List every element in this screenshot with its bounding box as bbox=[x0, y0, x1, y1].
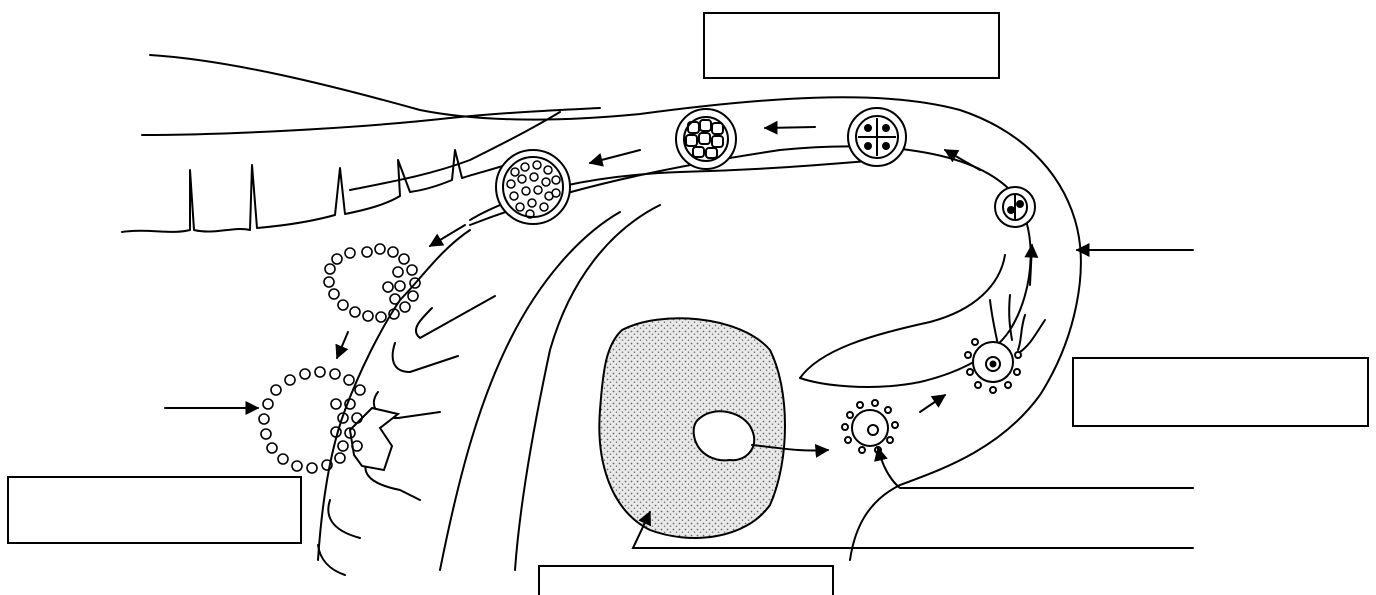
uterine-wall-line-2 bbox=[142, 108, 600, 135]
label-box-bottom[interactable] bbox=[538, 565, 834, 595]
path-arrow-2 bbox=[920, 395, 945, 412]
sperm-4 bbox=[1020, 320, 1045, 352]
sperm-2 bbox=[1009, 295, 1012, 340]
sperm-3 bbox=[1018, 315, 1025, 350]
morula bbox=[496, 150, 570, 224]
eight-cell-stage bbox=[676, 109, 736, 169]
secondary-oocyte bbox=[842, 400, 898, 453]
path-arrow-5 bbox=[765, 127, 815, 128]
uterine-cavity-wall bbox=[318, 230, 470, 560]
path-arrow-8 bbox=[337, 332, 348, 358]
ovary bbox=[599, 318, 785, 538]
uterine-inner-wall bbox=[440, 212, 620, 570]
endometrium-lining bbox=[122, 150, 520, 232]
fertilization-oocyte bbox=[965, 339, 1021, 393]
four-cell-stage bbox=[848, 108, 906, 166]
label-box-left[interactable] bbox=[7, 476, 302, 544]
pointer-oocyte bbox=[878, 448, 1193, 488]
label-box-right[interactable] bbox=[1072, 357, 1369, 427]
sperm-1 bbox=[990, 300, 998, 345]
path-arrow-6 bbox=[590, 150, 640, 163]
blastocyst bbox=[324, 244, 420, 322]
label-box-top[interactable] bbox=[703, 12, 1000, 79]
path-arrow-7 bbox=[430, 225, 465, 246]
zygote-two-cell bbox=[995, 187, 1035, 227]
path-arrow-4 bbox=[945, 150, 980, 170]
implanting-blastocyst bbox=[259, 367, 398, 473]
